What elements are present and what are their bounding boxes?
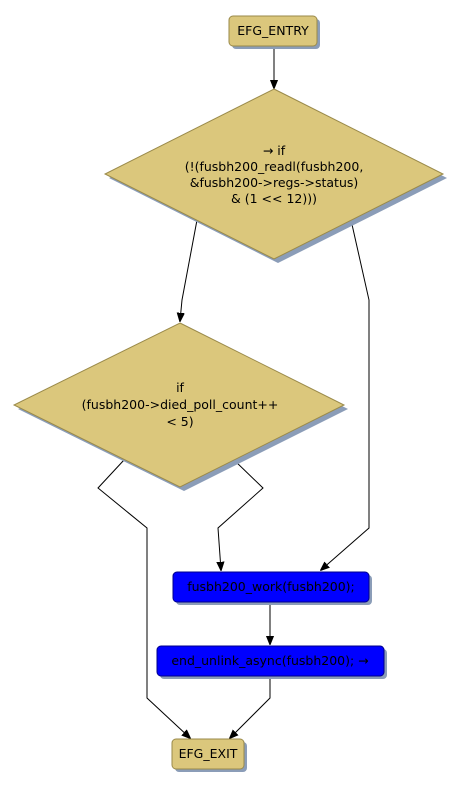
edge-status-to-work	[321, 219, 370, 570]
node-work[interactable]: fusbh200_work(fusbh200);	[172, 571, 372, 605]
node-cond-died-diamond	[12, 322, 346, 488]
node-cond-status-line-1: → if	[263, 143, 286, 158]
node-cond-status-line-4: & (1 << 12)))	[231, 191, 317, 206]
edge-died-to-work	[218, 459, 264, 570]
node-cond-status-line-3: &fusbh200->regs->status)	[190, 175, 359, 190]
edge-status-to-died	[180, 219, 198, 321]
node-exit[interactable]: EFG_EXIT	[171, 738, 247, 772]
node-entry-box	[228, 15, 318, 47]
node-entry[interactable]: EFG_ENTRY	[228, 15, 320, 49]
node-cond-died-line-1: if	[176, 380, 184, 395]
node-cond-status-line-2: (!(fusbh200_readl(fusbh200,	[185, 159, 364, 174]
node-work-box	[172, 571, 370, 603]
node-unlink-box	[156, 645, 385, 677]
node-exit-label: EFG_EXIT	[179, 746, 238, 761]
edge-died-to-exit	[97, 459, 190, 738]
node-cond-status-diamond	[103, 88, 445, 260]
node-cond-status[interactable]: → if (!(fusbh200_readl(fusbh200, &fusbh2…	[103, 88, 447, 263]
node-exit-box	[171, 738, 245, 770]
node-entry-label: EFG_ENTRY	[237, 23, 309, 38]
node-unlink[interactable]: end_unlink_async(fusbh200); →	[156, 645, 387, 679]
node-work-label: fusbh200_work(fusbh200);	[187, 579, 355, 594]
node-cond-died-line-2: (fusbh200->died_poll_count++	[82, 397, 279, 412]
node-unlink-label: end_unlink_async(fusbh200); →	[171, 653, 368, 668]
edge-unlink-to-exit	[230, 677, 271, 738]
node-cond-died[interactable]: if (fusbh200->died_poll_count++ < 5)	[12, 322, 348, 491]
node-cond-died-line-3: < 5)	[166, 414, 193, 429]
